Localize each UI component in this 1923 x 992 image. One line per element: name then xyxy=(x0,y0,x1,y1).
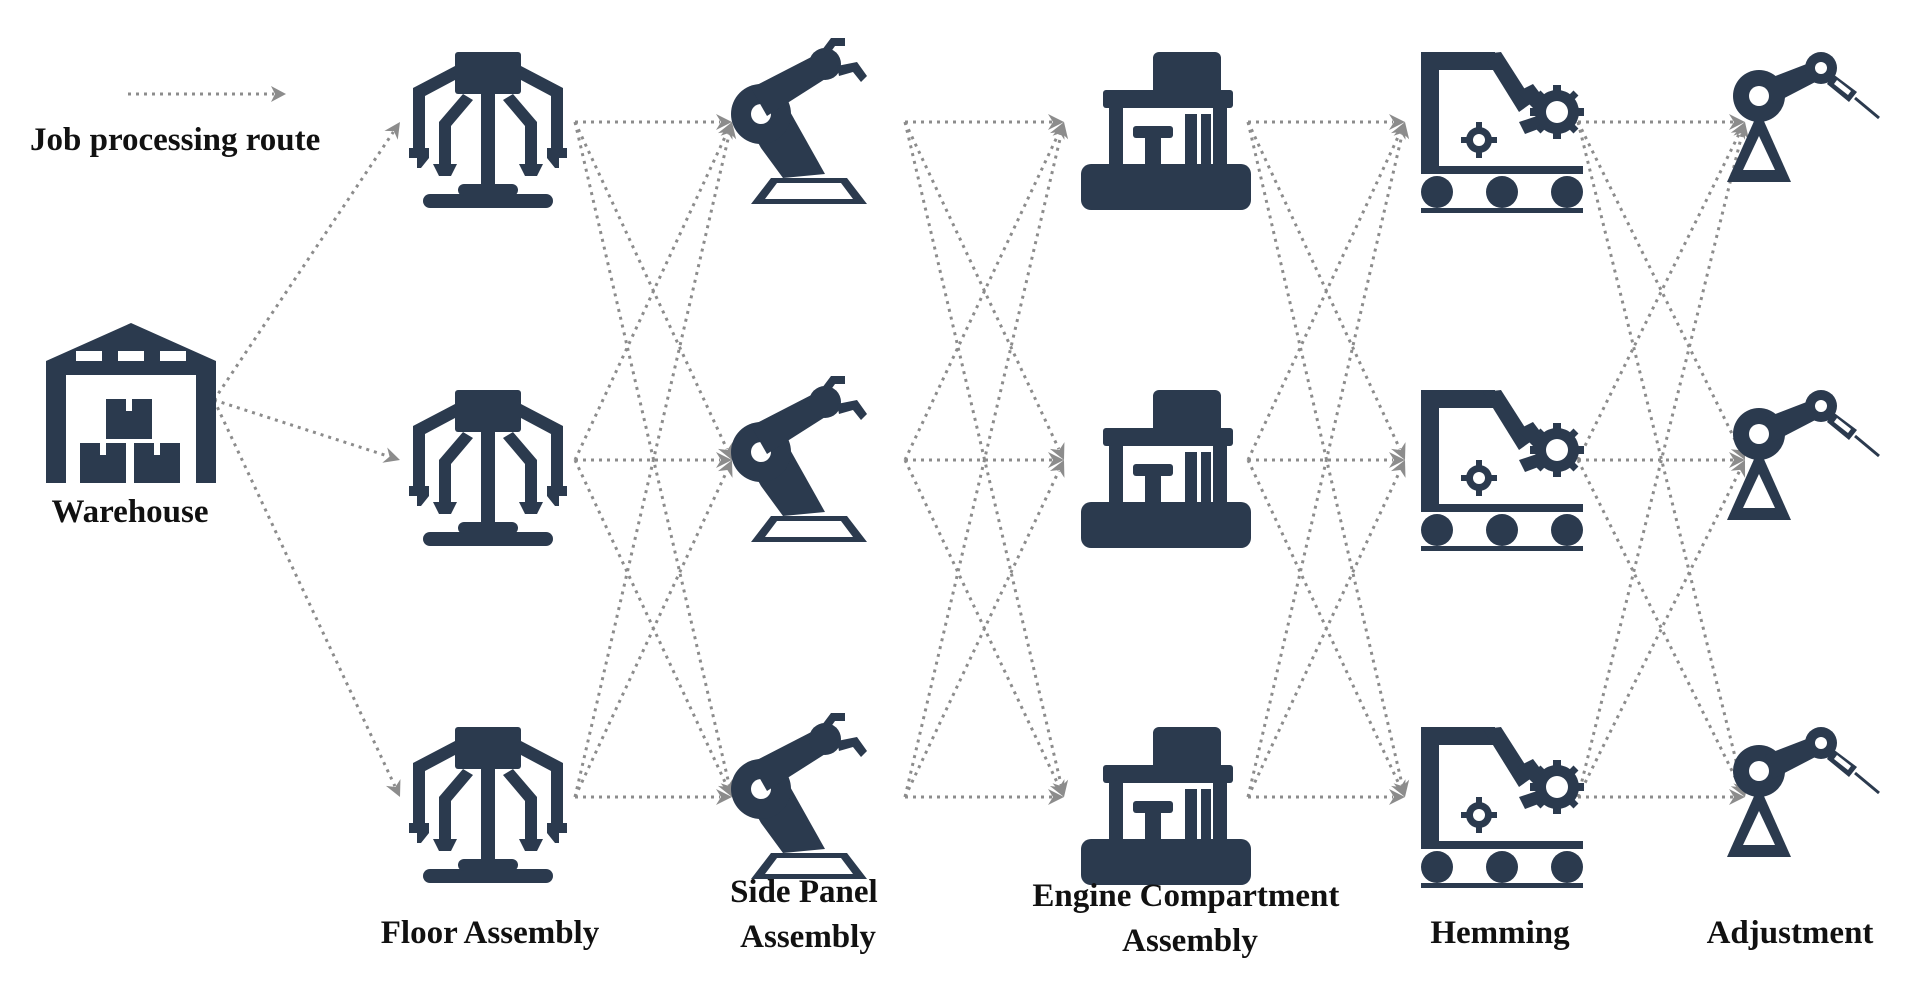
stage-label-side-line-2: Assembly xyxy=(740,919,876,955)
route-side-3-to-engine-1 xyxy=(903,133,1063,798)
legend: Job processing route xyxy=(30,86,320,158)
machine-nodes xyxy=(46,38,1881,888)
route-side-2-to-engine-3-arrowhead xyxy=(1049,779,1065,797)
route-engine-1-to-hemming-3 xyxy=(1246,121,1404,786)
route-hemming-2-to-adjust-3 xyxy=(1576,459,1742,787)
stage-label-engine: Engine Compartment Assembly xyxy=(1032,878,1347,959)
labels: Warehouse Floor Assembly Side Panel Asse… xyxy=(51,494,1873,959)
route-hemming-2-to-adjust-2-arrowhead xyxy=(1729,452,1745,468)
route-floor-3-to-side-1 xyxy=(573,133,731,798)
route-floor-2-to-side-3-arrowhead xyxy=(717,779,733,797)
route-engine-2-to-hemming-2-arrowhead xyxy=(1389,452,1405,468)
gripper-robot-icon-floor-3 xyxy=(409,727,567,883)
stage-label-adjust-line-1: Adjustment xyxy=(1707,915,1874,951)
conveyor-robot-icon-hemming-1 xyxy=(1421,52,1584,213)
route-hemming-3-to-adjust-1-arrowhead xyxy=(1733,122,1749,140)
assembly-machine-icon-engine-3 xyxy=(1081,727,1251,885)
stage-label-side: Side Panel Assembly xyxy=(730,874,886,955)
route-side-1-to-engine-3 xyxy=(903,121,1063,786)
route-warehouse-floor-2-arrowhead xyxy=(382,447,400,463)
welding-robot-icon-adjust-2 xyxy=(1725,388,1881,522)
route-hemming-3-to-adjust-2-arrowhead xyxy=(1730,460,1746,478)
stage-label-engine-line-2: Assembly xyxy=(1122,923,1258,959)
welding-robot-icon-adjust-1 xyxy=(1725,50,1881,184)
route-engine-2-to-hemming-3-arrowhead xyxy=(1390,779,1406,797)
route-hemming-1-to-adjust-3 xyxy=(1576,121,1744,786)
route-engine-3-to-hemming-1-arrowhead xyxy=(1393,122,1410,140)
route-warehouse-floor-3-arrowhead xyxy=(385,779,401,797)
route-hemming-3-to-adjust-2 xyxy=(1576,470,1742,798)
route-side-2-to-engine-1 xyxy=(903,132,1061,461)
route-floor-1-to-side-3 xyxy=(573,121,731,786)
route-side-3-to-engine-2 xyxy=(903,470,1061,798)
route-warehouse-floor-1 xyxy=(212,131,395,401)
route-floor-3-to-side-2 xyxy=(573,470,729,798)
route-engine-3-to-hemming-2-arrowhead xyxy=(1390,460,1406,478)
stage-label-engine-line-1: Engine Compartment xyxy=(1032,878,1339,914)
route-side-3-to-engine-2-arrowhead xyxy=(1049,460,1065,478)
warehouse-icon xyxy=(46,323,216,483)
gripper-robot-icon-floor-1 xyxy=(409,52,567,208)
conveyor-robot-icon-hemming-2 xyxy=(1421,390,1584,551)
route-side-2-to-engine-2-arrowhead xyxy=(1048,452,1064,468)
route-floor-2-to-side-2-arrowhead xyxy=(716,452,732,468)
warehouse-label: Warehouse xyxy=(51,494,208,530)
conveyor-robot-icon-hemming-3 xyxy=(1421,727,1584,888)
route-floor-3-to-side-2-arrowhead xyxy=(717,460,733,478)
stage-label-side-line-1: Side Panel xyxy=(730,874,878,910)
stage-label-hemming-line-1: Hemming xyxy=(1430,915,1570,951)
stage-label-floor-line-1: Floor Assembly xyxy=(381,915,600,951)
route-hemming-2-to-adjust-3-arrowhead xyxy=(1730,779,1746,797)
assembly-machine-icon-engine-1 xyxy=(1081,52,1251,210)
route-floor-3-to-side-3-arrowhead xyxy=(716,789,732,805)
route-hemming-1-to-adjust-2 xyxy=(1576,121,1742,450)
route-engine-1-to-hemming-1-arrowhead xyxy=(1389,114,1405,130)
route-lines xyxy=(212,114,1749,805)
route-side-1-to-engine-2 xyxy=(903,121,1061,450)
robot-arm-icon-side-3 xyxy=(731,713,867,879)
route-hemming-3-to-adjust-3-arrowhead xyxy=(1729,789,1745,805)
route-warehouse-floor-2 xyxy=(213,398,390,458)
route-floor-2-to-side-3 xyxy=(573,459,729,787)
legend-text: Job processing route xyxy=(30,122,320,158)
route-hemming-1-to-adjust-2-arrowhead xyxy=(1730,442,1746,460)
route-hemming-2-to-adjust-1 xyxy=(1576,132,1742,461)
stage-label-adjust: Adjustment xyxy=(1707,915,1874,951)
route-warehouse-floor-3 xyxy=(212,399,397,787)
stage-label-hemming: Hemming xyxy=(1430,915,1570,951)
assembly-machine-icon-engine-2 xyxy=(1081,390,1251,548)
route-floor-1-to-side-2-arrowhead xyxy=(718,442,733,460)
robot-arm-icon-side-1 xyxy=(731,38,867,204)
route-engine-1-to-hemming-2 xyxy=(1246,121,1402,450)
route-floor-1-to-side-2 xyxy=(573,121,729,450)
route-hemming-1-to-adjust-1-arrowhead xyxy=(1729,114,1745,130)
route-side-1-to-engine-1-arrowhead xyxy=(1048,114,1064,130)
route-hemming-3-to-adjust-1 xyxy=(1576,133,1744,798)
route-side-3-to-engine-1-arrowhead xyxy=(1052,122,1069,140)
gripper-robot-icon-floor-2 xyxy=(409,390,567,546)
route-engine-2-to-hemming-3 xyxy=(1246,459,1402,787)
route-engine-3-to-hemming-1 xyxy=(1246,133,1404,798)
route-engine-2-to-hemming-1 xyxy=(1246,132,1402,461)
route-engine-3-to-hemming-3-arrowhead xyxy=(1389,789,1405,805)
route-floor-2-to-side-1 xyxy=(573,132,729,461)
robot-arm-icon-side-2 xyxy=(731,376,867,542)
route-floor-3-to-side-1-arrowhead xyxy=(720,122,737,140)
legend-arrowhead xyxy=(271,86,286,102)
welding-robot-icon-adjust-3 xyxy=(1725,725,1881,859)
stage-label-floor: Floor Assembly xyxy=(381,915,600,951)
route-warehouse-floor-1-arrowhead xyxy=(384,122,400,140)
route-side-1-to-engine-2-arrowhead xyxy=(1049,442,1065,460)
route-engine-1-to-hemming-2-arrowhead xyxy=(1391,442,1406,460)
route-side-3-to-engine-3-arrowhead xyxy=(1048,789,1064,805)
route-floor-1-to-side-1-arrowhead xyxy=(716,114,732,130)
route-engine-3-to-hemming-2 xyxy=(1246,470,1402,798)
route-side-2-to-engine-3 xyxy=(903,459,1061,787)
